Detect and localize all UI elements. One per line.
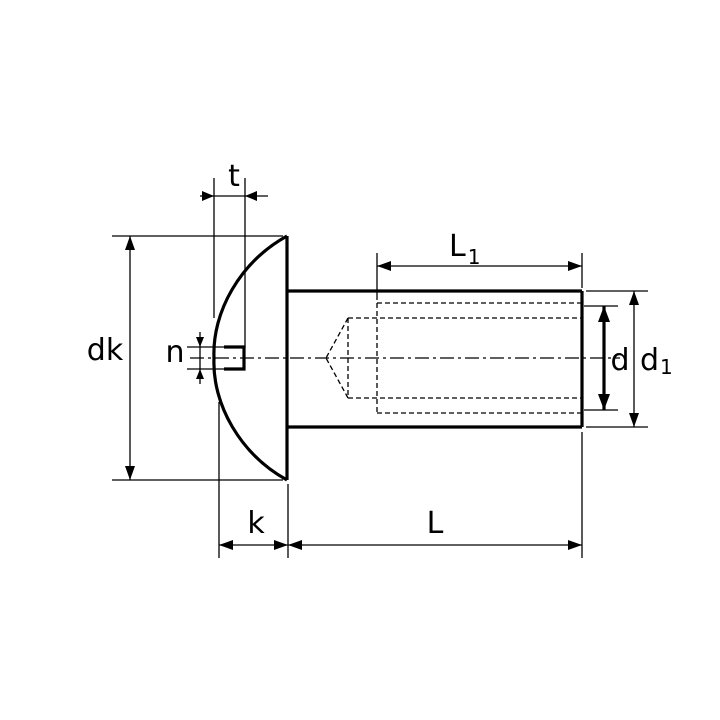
n-arrow-bottom — [196, 369, 204, 379]
d-arrow-bottom — [598, 394, 610, 410]
t-arrow-left — [202, 191, 214, 201]
dk-arrow-bottom — [125, 466, 135, 480]
d-arrow-top — [598, 306, 610, 322]
L1-arrow-right — [568, 261, 582, 271]
label-d1-sub: 1 — [660, 355, 673, 379]
label-d: d — [610, 343, 629, 378]
label-k: k — [247, 506, 265, 541]
k-arrow-left — [219, 540, 233, 550]
L-arrow-left — [288, 540, 302, 550]
L1-arrow-left — [377, 261, 391, 271]
drill-cone-bottom — [325, 357, 349, 399]
label-L1-main: L — [449, 229, 466, 264]
label-t: t — [228, 159, 240, 194]
screw-head-dome — [212, 234, 288, 482]
label-L: L — [427, 506, 444, 541]
label-L1-sub: 1 — [468, 245, 481, 269]
label-n: n — [165, 335, 184, 370]
t-arrow-right — [245, 191, 257, 201]
drill-cone-top — [325, 317, 349, 359]
dk-arrow-top — [125, 236, 135, 250]
label-dk: dk — [87, 333, 124, 368]
k-arrow-right — [274, 540, 288, 550]
n-arrow-top — [196, 337, 204, 347]
d1-arrow-top — [629, 291, 639, 305]
label-d1: d1 — [640, 343, 673, 379]
L-arrow-right — [568, 540, 582, 550]
label-d1-main: d — [640, 343, 659, 378]
slot-profile — [224, 345, 246, 371]
d1-arrow-bottom — [629, 413, 639, 427]
